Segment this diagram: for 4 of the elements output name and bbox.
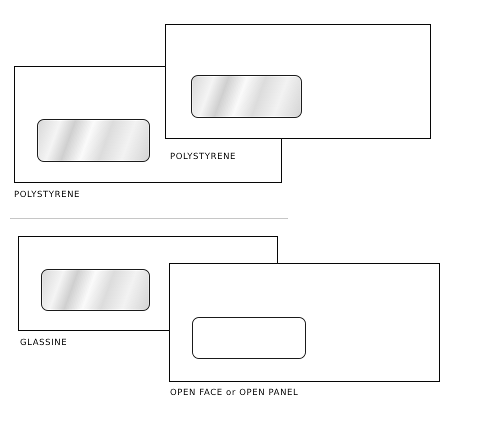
caption: GLASSINE [20, 338, 68, 348]
caption: OPEN FACE or OPEN PANEL [170, 388, 298, 398]
caption: POLYSTYRENE [170, 152, 236, 162]
caption: POLYSTYRENE [14, 190, 80, 200]
